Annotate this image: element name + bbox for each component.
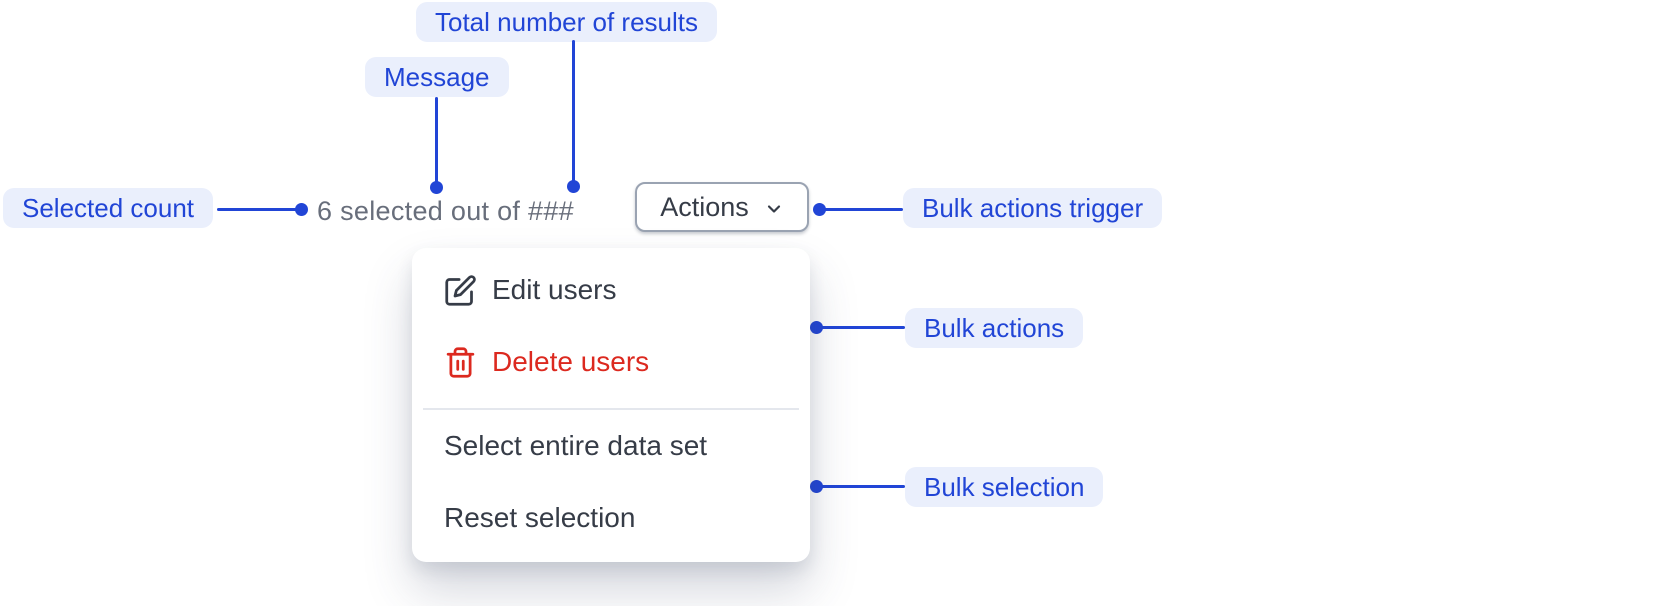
connector-line-bulk-actions-trigger xyxy=(824,208,903,211)
connector-dot-message xyxy=(430,181,443,194)
connector-dot-selected-count xyxy=(295,203,308,216)
bulk-actions-menu: Edit users Delete users Select entire da… xyxy=(412,248,810,562)
connector-dot-bulk-actions xyxy=(810,321,823,334)
connector-dot-bulk-actions-trigger xyxy=(813,203,826,216)
chevron-down-icon xyxy=(767,204,780,213)
annotation-label-bulk-actions-trigger: Bulk actions trigger xyxy=(903,188,1163,228)
connector-line-message xyxy=(435,97,438,183)
selected-count-message: 6 selected out of ### xyxy=(317,196,574,226)
bulk-actions-trigger-button[interactable]: Actions xyxy=(635,182,809,232)
menu-item-label: Reset selection xyxy=(444,502,636,533)
annotation-label-message: Message xyxy=(365,57,509,97)
menu-item-delete-users[interactable]: Delete users xyxy=(412,326,810,398)
actions-button-label: Actions xyxy=(660,191,749,222)
menu-item-label: Edit users xyxy=(492,274,617,305)
trash-icon xyxy=(444,346,477,379)
connector-dot-total-results xyxy=(567,180,580,193)
connector-line-bulk-actions xyxy=(821,326,905,329)
connector-dot-bulk-selection xyxy=(810,480,823,493)
connector-line-selected-count xyxy=(217,208,297,211)
menu-item-label: Select entire data set xyxy=(444,430,708,461)
menu-item-reset-selection[interactable]: Reset selection xyxy=(412,482,810,554)
annotation-label-bulk-selection: Bulk selection xyxy=(905,467,1104,507)
menu-item-select-entire-data-set[interactable]: Select entire data set xyxy=(412,410,810,482)
annotation-label-bulk-actions: Bulk actions xyxy=(905,308,1084,348)
menu-divider xyxy=(423,408,799,410)
menu-item-label: Delete users xyxy=(492,346,650,377)
pencil-icon xyxy=(444,274,477,307)
connector-line-total-results xyxy=(572,40,575,182)
connector-line-bulk-selection xyxy=(821,485,905,488)
annotation-label-selected-count: Selected count xyxy=(3,188,214,228)
menu-item-edit-users[interactable]: Edit users xyxy=(412,254,810,326)
annotation-label-total-results: Total number of results xyxy=(416,2,718,42)
